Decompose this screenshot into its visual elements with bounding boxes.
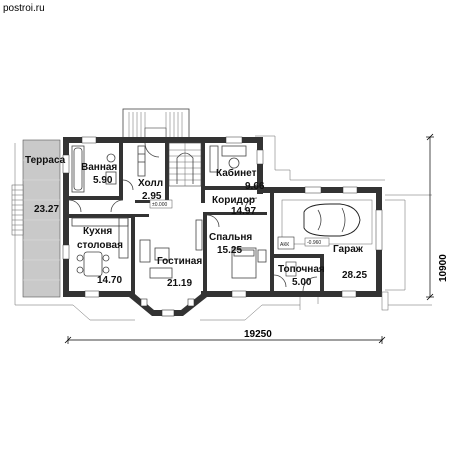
room-name-living: Гостиная	[157, 256, 202, 267]
room-name-hall: Холл	[138, 178, 163, 189]
room-area-corridor: 14.97	[231, 206, 256, 217]
windows	[62, 136, 383, 298]
room-area-hall: 2.95	[142, 191, 162, 202]
room-area-bathroom: 5.90	[93, 175, 113, 186]
room-name-corridor: Коридор	[212, 195, 255, 206]
room-area-kitchen: 14.70	[97, 275, 122, 286]
staircase	[168, 142, 202, 187]
dimension-height: 10900	[426, 133, 449, 301]
kitchen-furniture	[71, 217, 129, 277]
level-main: ±0.000	[152, 202, 167, 208]
room-name-dining: столовая	[77, 240, 123, 251]
roof-outline	[14, 135, 432, 321]
room-labels: Терраса 23.27 Ванная 5.90 Холл 2.95 Каби…	[25, 155, 367, 289]
level-garage: -0.960	[307, 240, 321, 246]
room-name-bedroom: Спальня	[209, 232, 252, 243]
room-name-kitchen: Кухня	[83, 226, 112, 237]
site-watermark: postroi.ru	[3, 3, 45, 14]
room-area-bedroom: 15.25	[217, 245, 242, 256]
terrace-area	[11, 139, 61, 298]
level-marks: ±0.000 -0.960	[149, 199, 330, 247]
bay-window	[129, 291, 207, 317]
dimension-width-value: 19250	[244, 329, 272, 340]
dimension-width: 19250	[64, 329, 386, 344]
room-name-boiler: Топочная	[278, 264, 325, 275]
garage-door	[299, 291, 389, 311]
garage-furniture: АКК	[277, 199, 373, 277]
room-area-boiler: 5.00	[292, 277, 312, 288]
room-name-bathroom: Ванная	[81, 162, 117, 173]
study-furniture	[209, 145, 247, 173]
entry-porch	[122, 108, 190, 140]
room-name-study: Кабинет	[216, 167, 257, 179]
dimension-height-value: 10900	[438, 254, 449, 282]
room-area-study: 9.66	[245, 181, 265, 192]
bedroom-furniture	[231, 247, 267, 279]
hall-wardrobe	[137, 145, 146, 177]
boiler-tag: АКК	[280, 242, 289, 248]
room-name-terrace: Терраса	[25, 155, 66, 166]
living-furniture	[139, 219, 203, 279]
room-area-living: 21.19	[167, 278, 192, 289]
bathroom-fixtures	[71, 145, 117, 193]
doors	[68, 142, 318, 292]
room-area-garage: 28.25	[342, 270, 367, 281]
room-name-garage: Гараж	[333, 244, 364, 255]
room-area-terrace: 23.27	[34, 204, 59, 215]
